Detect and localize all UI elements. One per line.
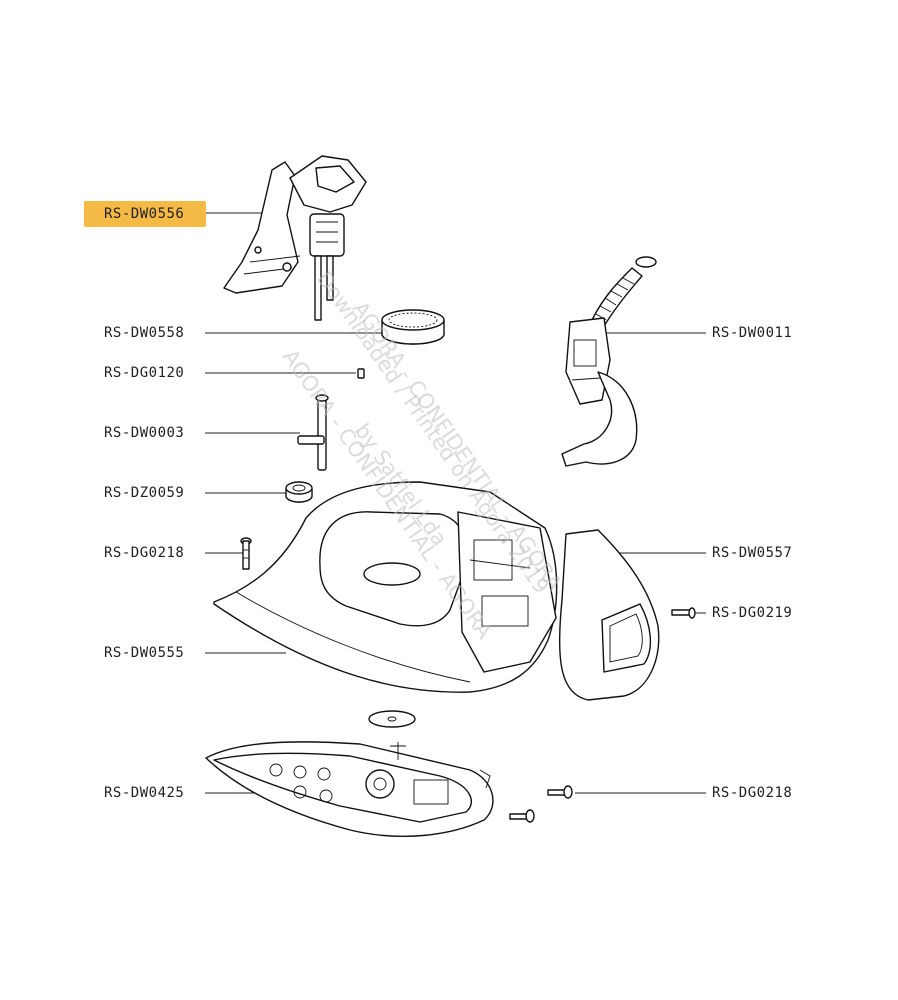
callout-dg0218-left[interactable]: RS-DG0218 bbox=[104, 545, 244, 561]
part-dw0555-housing bbox=[213, 481, 558, 693]
part-dg0120-pin bbox=[357, 368, 365, 379]
highlight-box-dw0556 bbox=[84, 201, 206, 227]
label-dg0218-left: RS-DG0218 bbox=[104, 545, 184, 561]
label-dw0557: RS-DW0557 bbox=[712, 545, 792, 561]
label-dw0425: RS-DW0425 bbox=[104, 785, 184, 801]
part-dg0218-screw-left bbox=[240, 537, 252, 570]
label-dw0003: RS-DW0003 bbox=[104, 425, 184, 441]
label-dw0011: RS-DW0011 bbox=[712, 325, 792, 341]
callout-dw0557[interactable]: RS-DW0557 bbox=[606, 545, 792, 561]
callout-dw0425[interactable]: RS-DW0425 bbox=[104, 785, 262, 801]
part-dw0425-soleplate bbox=[205, 741, 494, 837]
label-dw0558: RS-DW0558 bbox=[104, 325, 184, 341]
callout-dw0003[interactable]: RS-DW0003 bbox=[104, 425, 300, 441]
part-dw0011-steam-pipe bbox=[561, 256, 657, 467]
label-dg0219: RS-DG0219 bbox=[712, 605, 792, 621]
callout-dw0555[interactable]: RS-DW0555 bbox=[104, 645, 286, 661]
part-dg0218-screws-right bbox=[509, 785, 573, 823]
callout-dw0011[interactable]: RS-DW0011 bbox=[605, 325, 792, 341]
label-dg0120: RS-DG0120 bbox=[104, 365, 184, 381]
callout-dg0218-right[interactable]: RS-DG0218 bbox=[575, 785, 792, 801]
part-dw0557-rear-cover bbox=[558, 529, 660, 701]
part-dw0558-dial-knob bbox=[381, 309, 445, 345]
part-dw0556-valve-assembly bbox=[223, 155, 367, 321]
callout-dg0120[interactable]: RS-DG0120 bbox=[104, 365, 356, 381]
callout-dw0558[interactable]: RS-DW0558 bbox=[104, 325, 386, 341]
part-gasket-disc bbox=[368, 710, 416, 728]
part-dw0003-rod bbox=[297, 394, 329, 471]
label-dg0218-right: RS-DG0218 bbox=[712, 785, 792, 801]
label-dz0059: RS-DZ0059 bbox=[104, 485, 184, 501]
part-dz0059-seal bbox=[285, 481, 313, 503]
label-dw0555: RS-DW0555 bbox=[104, 645, 184, 661]
callout-dz0059[interactable]: RS-DZ0059 bbox=[104, 485, 288, 501]
callout-dg0219[interactable]: RS-DG0219 bbox=[694, 605, 792, 621]
part-dg0219-screw bbox=[671, 607, 696, 619]
label-dw0556: RS-DW0556 bbox=[104, 206, 184, 222]
